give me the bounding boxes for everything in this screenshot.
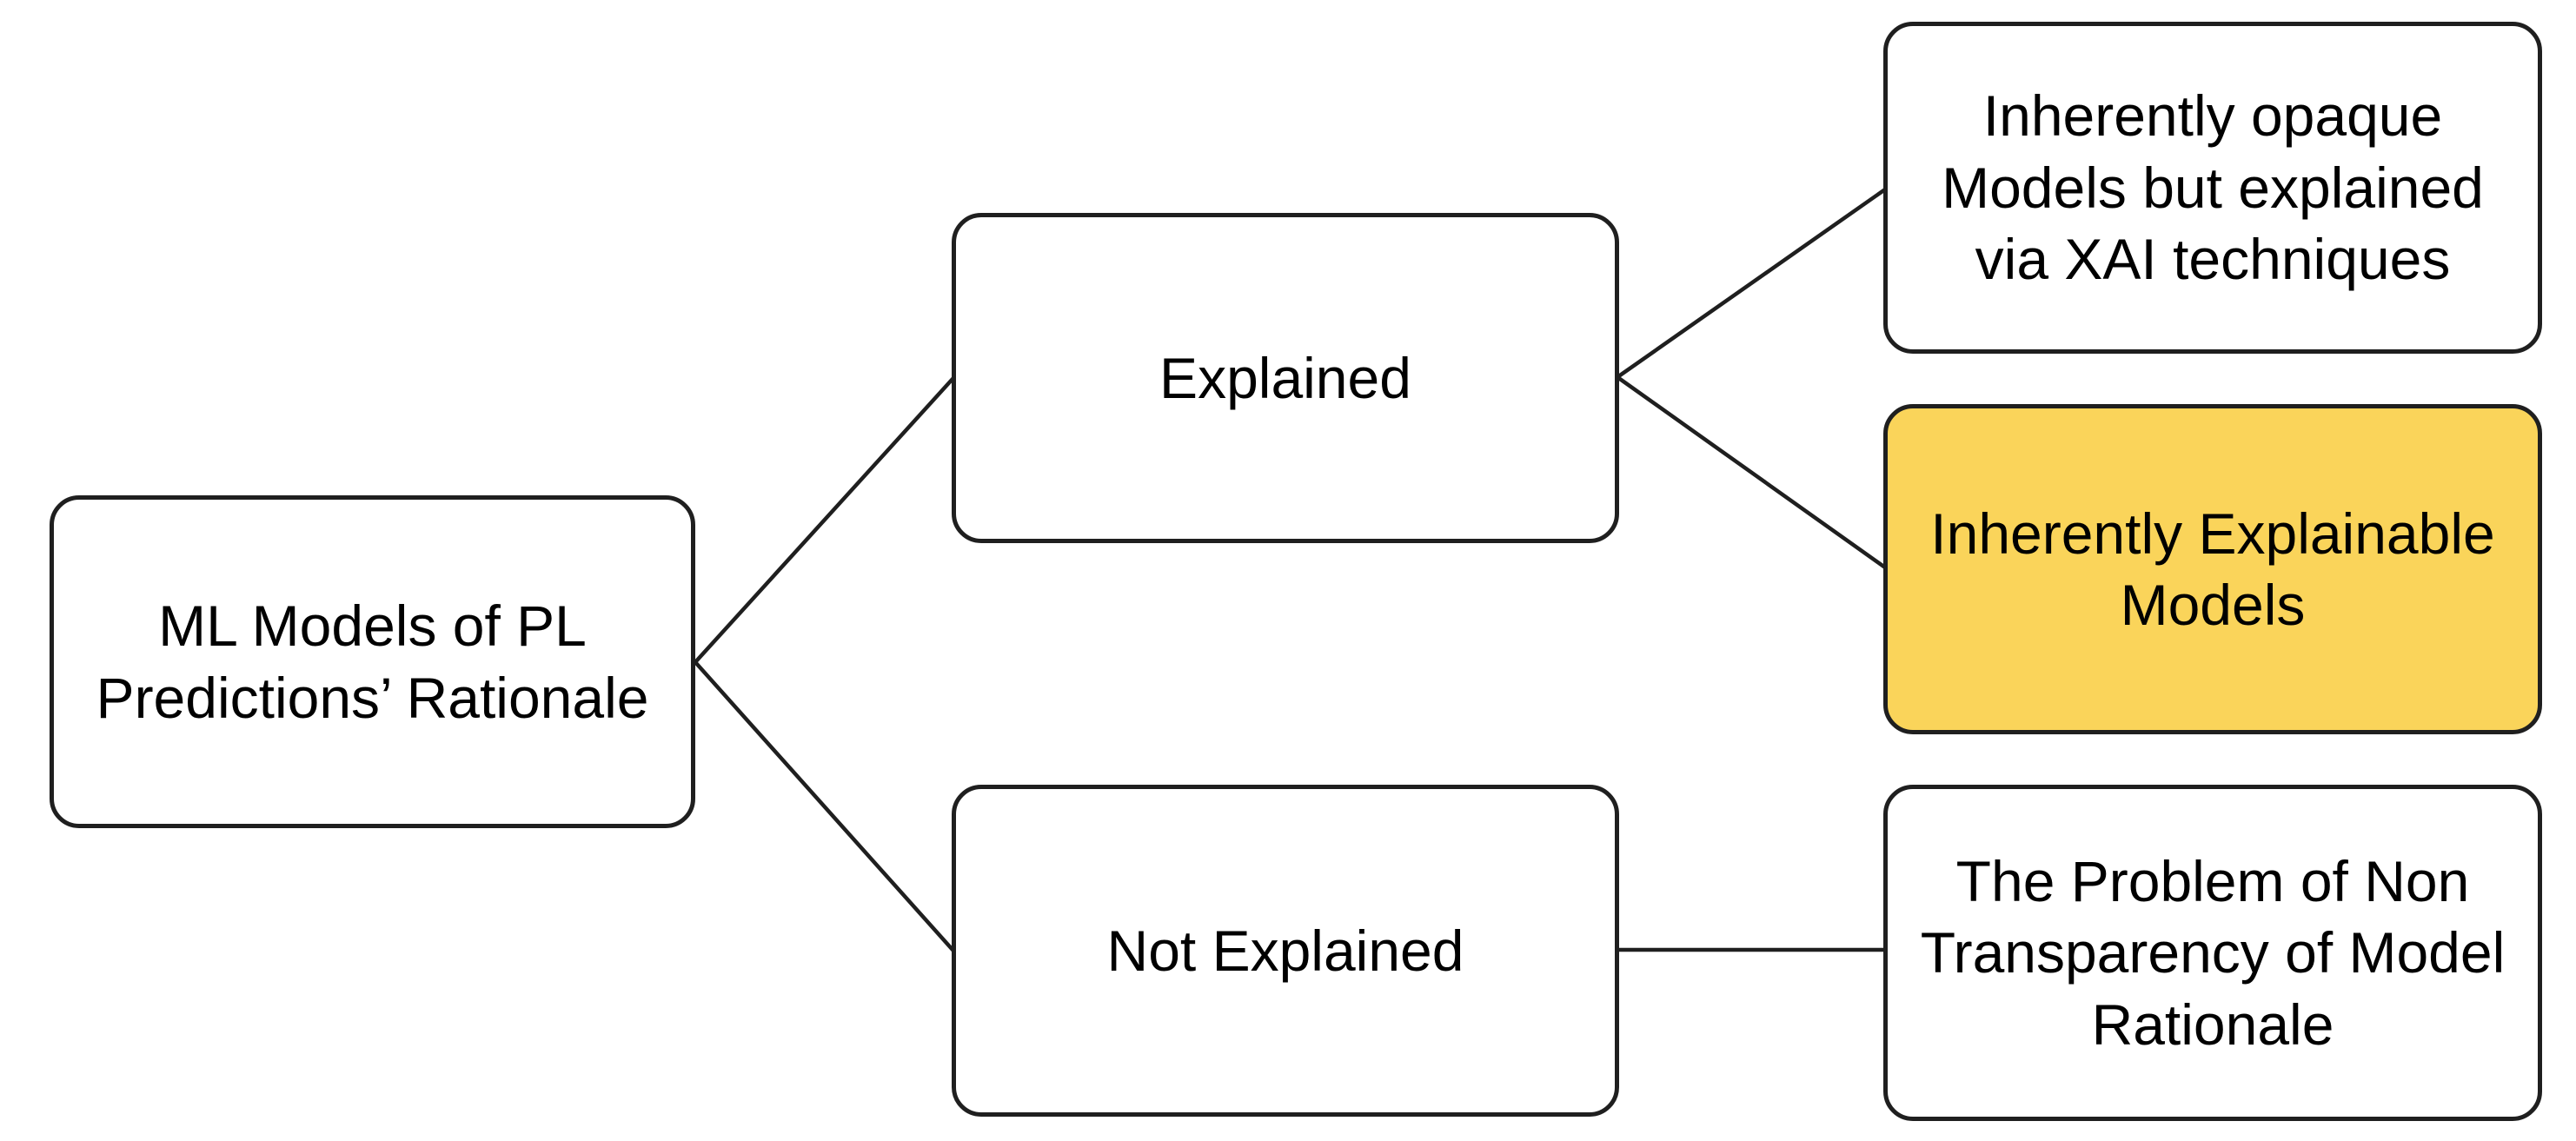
opaque-xai-node-label: Inherently opaque Models but explained v…	[1942, 83, 2484, 292]
edge-explained-opaque-xai	[1616, 188, 1887, 379]
opaque-xai-node: Inherently opaque Models but explained v…	[1883, 22, 2542, 354]
explained-node-label: Explained	[1159, 345, 1411, 410]
edge-explained-inherently	[1616, 375, 1887, 569]
inherently-explainable-node-label: Inherently Explainable Models	[1930, 501, 2495, 638]
not-explained-node: Not Explained	[952, 785, 1619, 1117]
root-node-label: ML Models of PL Predictions’ Rationale	[96, 594, 649, 730]
root-node: ML Models of PL Predictions’ Rationale	[50, 495, 695, 828]
explained-node: Explained	[952, 213, 1619, 543]
non-transparency-node-label: The Problem of Non Transparency of Model…	[1920, 848, 2506, 1057]
edge-root-not-explained	[694, 660, 955, 952]
not-explained-node-label: Not Explained	[1106, 918, 1464, 983]
inherently-explainable-node: Inherently Explainable Models	[1883, 404, 2542, 734]
edge-root-explained	[694, 376, 955, 664]
non-transparency-node: The Problem of Non Transparency of Model…	[1883, 785, 2542, 1121]
